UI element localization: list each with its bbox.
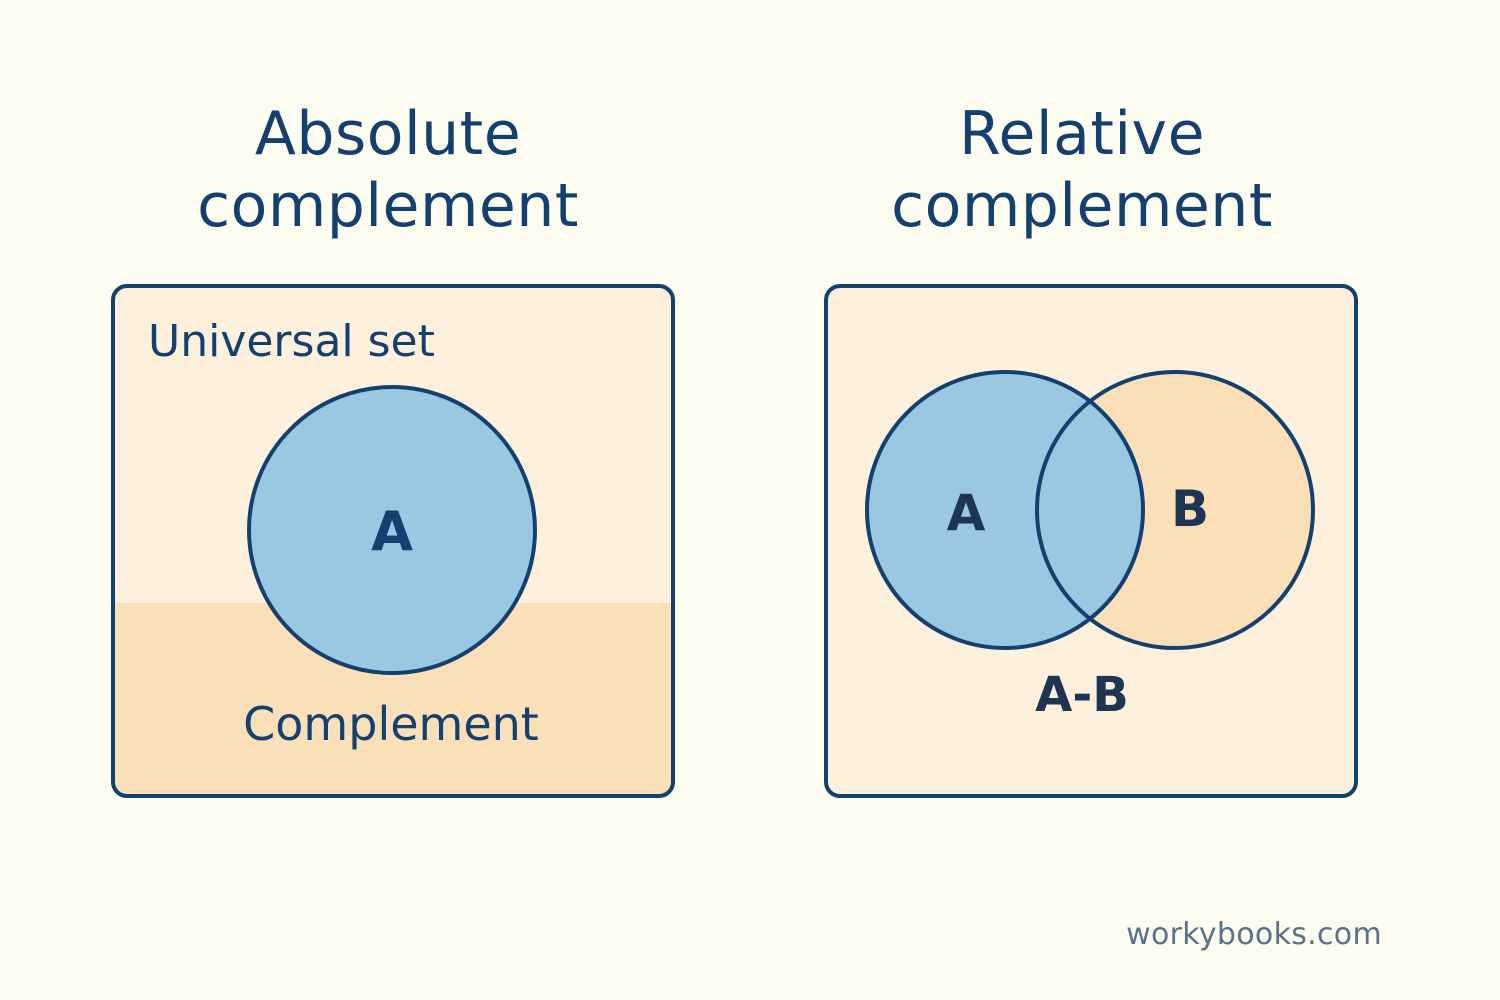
set-b-outline: [1035, 370, 1315, 650]
difference-label: A-B: [1035, 667, 1129, 723]
watermark: workybooks.com: [1126, 917, 1382, 952]
relative-set-a-label: A: [947, 484, 986, 542]
absolute-complement-title: Absolute complement: [108, 98, 668, 242]
set-a-outline: [865, 370, 1145, 650]
relative-title-line1: Relative: [959, 99, 1205, 169]
set-a-circle: [247, 385, 537, 675]
absolute-title-line1: Absolute: [254, 99, 522, 169]
intersection-region: [1037, 372, 1143, 648]
universal-set-box: [111, 284, 675, 798]
set-a-label: A: [371, 500, 413, 563]
absolute-complement-panel: Universal set A Complement: [111, 284, 675, 798]
relative-title-line2: complement: [891, 171, 1273, 241]
relative-complement-title: Relative complement: [802, 98, 1362, 242]
complement-label: Complement: [243, 697, 539, 751]
universal-set-label: Universal set: [148, 316, 435, 367]
relative-complement-panel: A B A-B: [824, 284, 1358, 798]
absolute-title-line2: complement: [197, 171, 579, 241]
relative-set-b-label: B: [1171, 480, 1209, 538]
